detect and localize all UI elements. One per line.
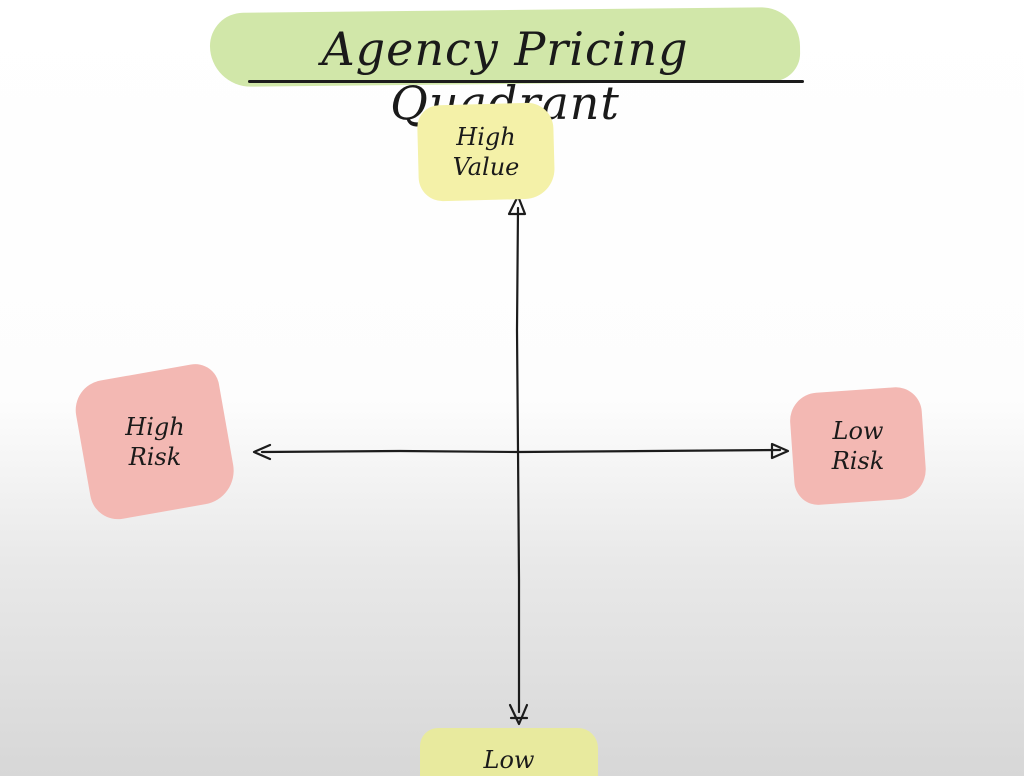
label-low: Low: [420, 728, 598, 776]
label-high-risk-line-2: Risk: [128, 443, 182, 471]
label-high-risk-text: High Risk: [82, 412, 228, 472]
label-low-line-1: Low: [483, 746, 535, 774]
label-low-risk-text: Low Risk: [792, 416, 924, 476]
label-high-value-line-1: High: [456, 123, 516, 151]
horizontal-axis: [260, 448, 782, 454]
arrow-up-icon: [507, 194, 527, 216]
label-low-risk-line-2: Risk: [831, 447, 885, 475]
title-underline: [248, 80, 804, 83]
label-high-risk-line-1: High: [125, 413, 185, 441]
label-low-risk-line-1: Low: [832, 417, 884, 445]
arrow-right-icon: [770, 442, 790, 460]
label-high-risk: High Risk: [70, 360, 240, 524]
arrow-left-icon: [252, 443, 272, 461]
label-low-risk: Low Risk: [788, 385, 928, 507]
label-high-value-text: High Value: [418, 122, 554, 182]
label-high-value: High Value: [416, 102, 556, 202]
label-low-highlight: [420, 728, 598, 776]
label-high-value-line-2: Value: [452, 153, 520, 181]
vertical-axis: [515, 206, 521, 714]
arrow-down-icon: [508, 703, 529, 726]
label-low-text: Low: [420, 745, 598, 775]
